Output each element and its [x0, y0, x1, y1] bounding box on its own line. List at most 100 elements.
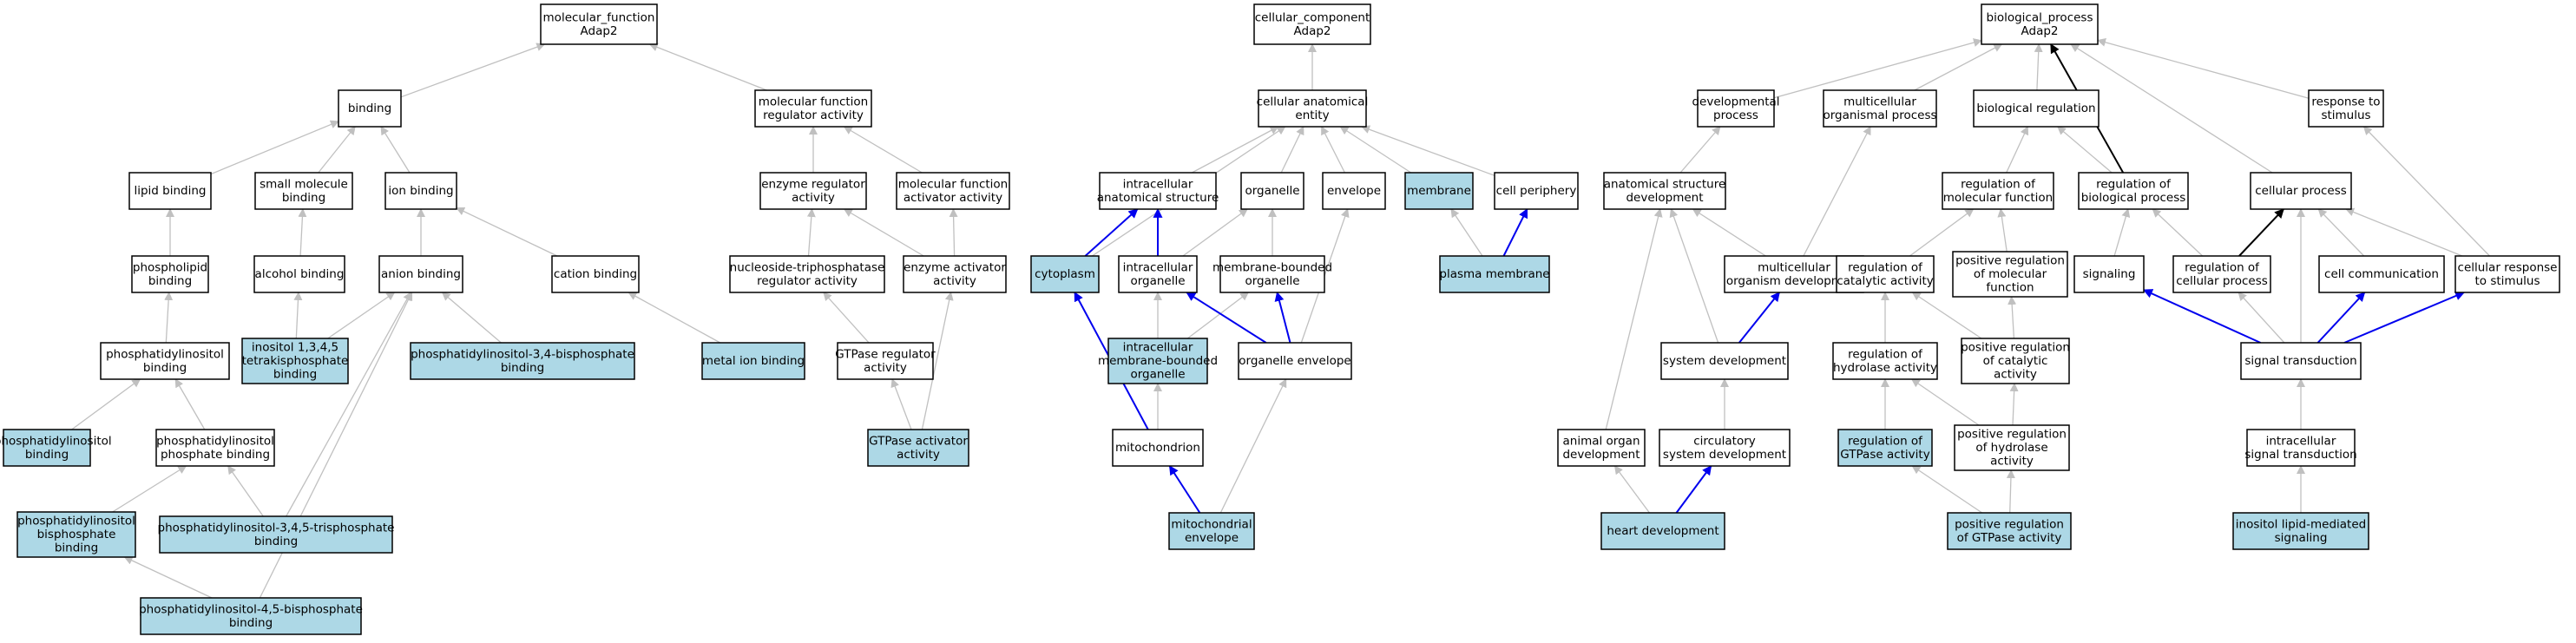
node-label: of molecular	[1974, 267, 2047, 281]
edge-animal_org-to-anat_dev	[1605, 208, 1663, 430]
node-periphery[interactable]: cell periphery	[1494, 172, 1579, 210]
node-label: tetrakisphosphate	[242, 354, 349, 368]
edge-lipid_binding-to-binding	[210, 120, 339, 175]
node-box	[1219, 255, 1325, 293]
node-label: binding	[25, 448, 69, 462]
node-lipid-binding[interactable]: lipid binding	[128, 172, 212, 210]
node-box	[1118, 255, 1198, 293]
node-organelle[interactable]: organelle	[1240, 172, 1304, 210]
node-heart[interactable]: heart development	[1600, 512, 1725, 550]
edge-ion_binding-to-binding	[380, 126, 411, 174]
node-box	[2078, 172, 2189, 210]
node-box	[2454, 255, 2560, 293]
node-pip345[interactable]: phosphatidylinositol-3,4,5-trisphosphate…	[158, 515, 395, 554]
node-label: cell communication	[2324, 267, 2439, 281]
node-box	[410, 342, 635, 380]
node-label: circulatory	[1693, 434, 1756, 448]
node-mito[interactable]: mitochondrion	[1112, 429, 1204, 467]
edge-pi_bis-to-pi_phos	[112, 465, 187, 513]
node-anion[interactable]: anion binding	[378, 255, 463, 293]
node-signaling[interactable]: signaling	[2073, 255, 2145, 293]
edge-pip45-to-anion	[259, 292, 413, 599]
node-cell-proc[interactable]: cellular process	[2250, 172, 2352, 210]
node-alcohol[interactable]: alcohol binding	[253, 255, 345, 293]
edge-pi_phos-to-ptdins_b	[174, 378, 206, 430]
node-label: positive regulation	[1961, 341, 2070, 355]
edge-sig_trans-to-cell_comm	[2316, 292, 2366, 344]
node-label: alcohol binding	[255, 267, 345, 281]
node-cytoplasm[interactable]: cytoplasm	[1030, 255, 1100, 293]
node-metal[interactable]: metal ion binding	[701, 342, 805, 380]
edge-pip34-to-anion	[441, 292, 502, 344]
node-pip45[interactable]: phosphatidylinositol-4,5-bisphosphatebin…	[139, 597, 363, 635]
edge-mito_env-to-org_env	[1219, 378, 1287, 514]
node-envelope[interactable]: envelope	[1322, 172, 1386, 210]
node-box	[896, 172, 1010, 210]
node-box	[254, 172, 353, 210]
node-org-env[interactable]: organelle envelope	[1238, 342, 1352, 380]
edge-gtpase_act-to-enz_act	[921, 292, 954, 430]
node-label: process	[1713, 108, 1758, 122]
node-membrane[interactable]: membrane	[1404, 172, 1474, 210]
node-box	[1836, 255, 1935, 293]
node-box	[253, 255, 345, 293]
node-box	[1494, 172, 1579, 210]
node-cell-comm[interactable]: cell communication	[2318, 255, 2445, 293]
node-bio-reg[interactable]: biological regulation	[1973, 89, 2100, 128]
node-ion-binding[interactable]: ion binding	[384, 172, 457, 210]
node-sys-dev[interactable]: system development	[1660, 342, 1789, 380]
node-box	[2318, 255, 2445, 293]
node-box	[1973, 89, 2100, 128]
node-pm[interactable]: plasma membrane	[1439, 255, 1550, 293]
node-cation[interactable]: cation binding	[551, 255, 640, 293]
node-sig-trans[interactable]: signal transduction	[2240, 342, 2362, 380]
node-pip34[interactable]: phosphatidylinositol-3,4-bisphosphatebin…	[410, 342, 635, 380]
node-label: molecular function	[1943, 191, 2053, 205]
edge-anat_dev-to-dev_proc	[1679, 126, 1721, 174]
node-binding[interactable]: binding	[338, 89, 402, 128]
node-label: animal organ	[1562, 434, 1640, 448]
